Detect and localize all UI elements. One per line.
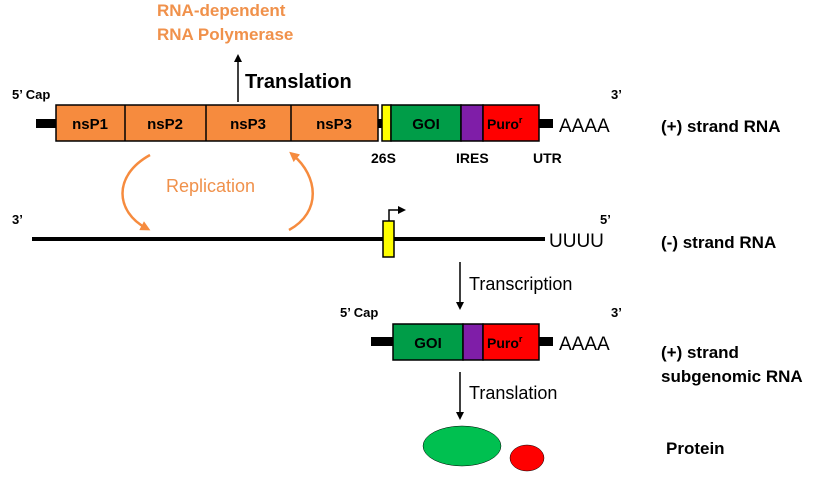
plus-strand-3prime-label: 3’	[611, 87, 622, 102]
polymerase-label-line1: RNA-dependent	[157, 1, 286, 20]
goi-label: GOI	[412, 116, 440, 133]
minus-strand-label: (-) strand RNA	[661, 233, 776, 252]
subgenomic-ires-block	[462, 323, 484, 361]
polyu-tail: UUUU	[549, 231, 604, 252]
plus-strand-label: (+) strand RNA	[661, 117, 780, 136]
nsp2-label: nsP2	[147, 116, 183, 133]
plus-strand-3prime-end	[539, 119, 553, 128]
minus-strand-promoter	[382, 220, 395, 258]
subgenomic-strand-label-line1: (+) strand	[661, 343, 739, 362]
goi-block	[390, 104, 462, 142]
subgenomic-goi-label: GOI	[414, 335, 442, 352]
minus-strand-5prime-label: 5’	[600, 212, 611, 227]
plus-strand-cap-label: 5’ Cap	[12, 87, 50, 102]
label-ires: IRES	[456, 150, 489, 166]
label-utr: UTR	[533, 150, 562, 166]
subgenomic-puro-superscript: r	[519, 334, 523, 344]
puro-label: Puror	[487, 115, 523, 132]
replication-arrow-right	[288, 151, 314, 232]
puro-superscript: r	[519, 115, 523, 125]
spacer-after-nsp	[378, 119, 382, 128]
protein-puro-ellipse	[509, 444, 545, 472]
translation-label-bottom: Translation	[469, 383, 557, 403]
subgenomic-cap-label: 5’ Cap	[340, 305, 378, 320]
translation-label-top: Translation	[245, 71, 352, 93]
nsp1-label: nsP1	[72, 116, 108, 133]
polya-tail: AAAA	[559, 116, 610, 137]
promoter-26s-block	[381, 104, 392, 142]
subgenomic-puro-label: Puror	[487, 334, 523, 351]
subgenomic-5prime-end	[371, 337, 393, 346]
protein-label: Protein	[666, 439, 725, 458]
plus-strand-5prime-end	[36, 119, 56, 128]
minus-strand-3prime-label: 3’	[12, 212, 23, 227]
polymerase-label-line2: RNA Polymerase	[157, 25, 293, 44]
nsp3-label-a: nsP3	[230, 116, 266, 133]
subgenomic-polya-tail: AAAA	[559, 334, 610, 355]
protein-goi-ellipse	[422, 425, 502, 467]
ires-block	[460, 104, 484, 142]
subgenomic-strand-label-line2: subgenomic RNA	[661, 367, 803, 386]
replication-label: Replication	[166, 176, 255, 196]
nsp3-label-b: nsP3	[316, 116, 352, 133]
replication-arrow-left	[121, 153, 151, 231]
subgenomic-puro-block	[482, 323, 540, 361]
subgenomic-3prime-label: 3’	[611, 305, 622, 320]
transcription-label: Transcription	[469, 274, 572, 294]
label-26s: 26S	[371, 150, 396, 166]
subgenomic-3prime-end	[539, 337, 553, 346]
promoter-start-arrow	[388, 206, 406, 221]
